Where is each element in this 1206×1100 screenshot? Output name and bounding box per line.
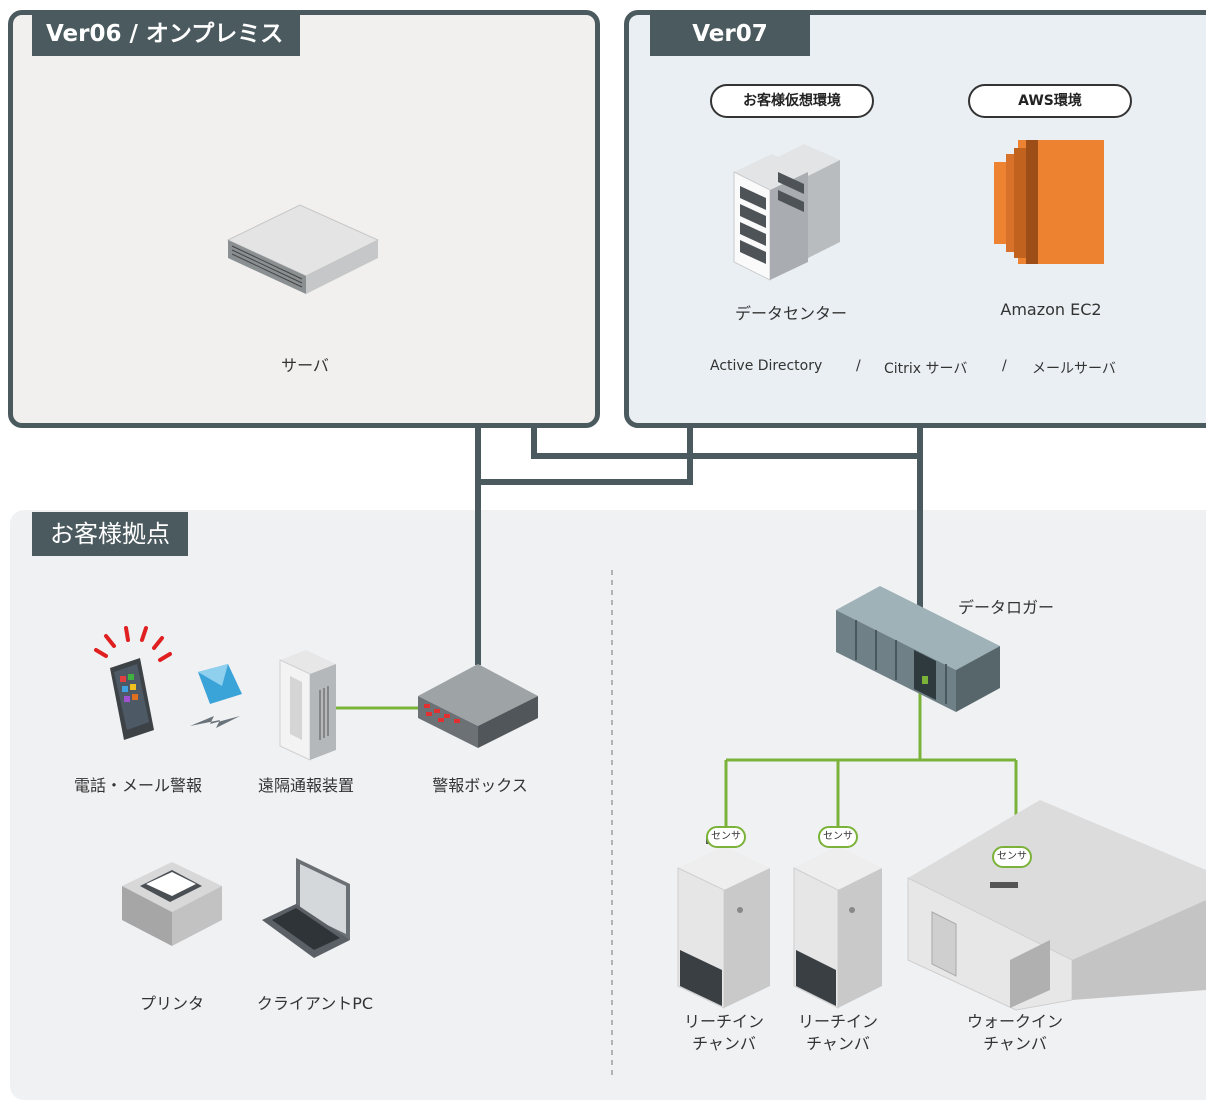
walk-in-chamber-icon — [907, 800, 1206, 1011]
data-logger-label: データロガー — [958, 598, 1055, 617]
aws-env-pill: AWS環境 — [968, 84, 1132, 118]
printer-icon — [122, 862, 222, 946]
onprem-panel-title: Ver06 / オンプレミス — [32, 12, 300, 56]
alarm-box-label: 警報ボックス — [432, 776, 528, 795]
data-logger-icon — [836, 586, 1000, 712]
datacenter-icon — [733, 144, 840, 281]
ver07-panel — [624, 10, 1206, 428]
walk-in-chamber-line1: ウォークイン — [966, 1012, 1063, 1031]
site-panel-title: お客様拠点 — [32, 512, 188, 556]
client-pc-icon — [262, 858, 350, 958]
server-label: サーバ — [281, 356, 329, 375]
reach-in-chamber-2-line2: チャンバ — [806, 1034, 870, 1053]
phone-alarm-icon — [94, 626, 172, 740]
service-separator-2: / — [1002, 358, 1007, 374]
customer-virtual-env-pill: お客様仮想環境 — [710, 84, 874, 118]
sensor-lines — [336, 690, 1018, 847]
phone-alarm-label: 電話・メール警報 — [73, 776, 202, 795]
reach-in-chamber-1-line2: チャンバ — [692, 1034, 756, 1053]
ver07-panel-title: Ver07 — [650, 12, 810, 56]
reach-in-chamber-2-icon — [793, 838, 882, 1009]
sensor-badge-1: センサ — [706, 826, 746, 848]
reach-in-chamber-1-line1: リーチイン — [683, 1012, 764, 1031]
logger-to-sensors-line — [724, 690, 1018, 847]
mail-envelope-icon — [190, 664, 242, 728]
service-citrix: Citrix サーバ — [884, 361, 968, 377]
remote-alarm-icon — [279, 650, 336, 761]
amazon-ec2-icon — [994, 140, 1104, 264]
server-icon — [226, 204, 380, 294]
walk-in-chamber-line2: チャンバ — [983, 1034, 1047, 1053]
datacenter-label: データセンター — [734, 304, 847, 323]
client-pc-label: クライアントPC — [256, 994, 374, 1013]
amazon-ec2-label: Amazon EC2 — [1000, 300, 1102, 319]
sensor-badge-3: センサ — [992, 846, 1032, 868]
remote-alarm-label: 遠隔通報装置 — [257, 776, 354, 795]
printer-label: プリンタ — [139, 994, 204, 1013]
alarm-box-icon — [418, 664, 538, 748]
service-separator-1: / — [856, 358, 861, 374]
service-mail: メールサーバ — [1032, 361, 1116, 377]
reach-in-chamber-1-icon — [677, 838, 770, 1009]
reach-in-chamber-2-line1: リーチイン — [797, 1012, 878, 1031]
sensor-badge-2: センサ — [818, 826, 858, 848]
network-lines — [475, 428, 923, 665]
bus-line — [478, 428, 693, 485]
service-active-directory: Active Directory — [710, 358, 823, 374]
onprem-to-ver07-link — [531, 428, 923, 459]
